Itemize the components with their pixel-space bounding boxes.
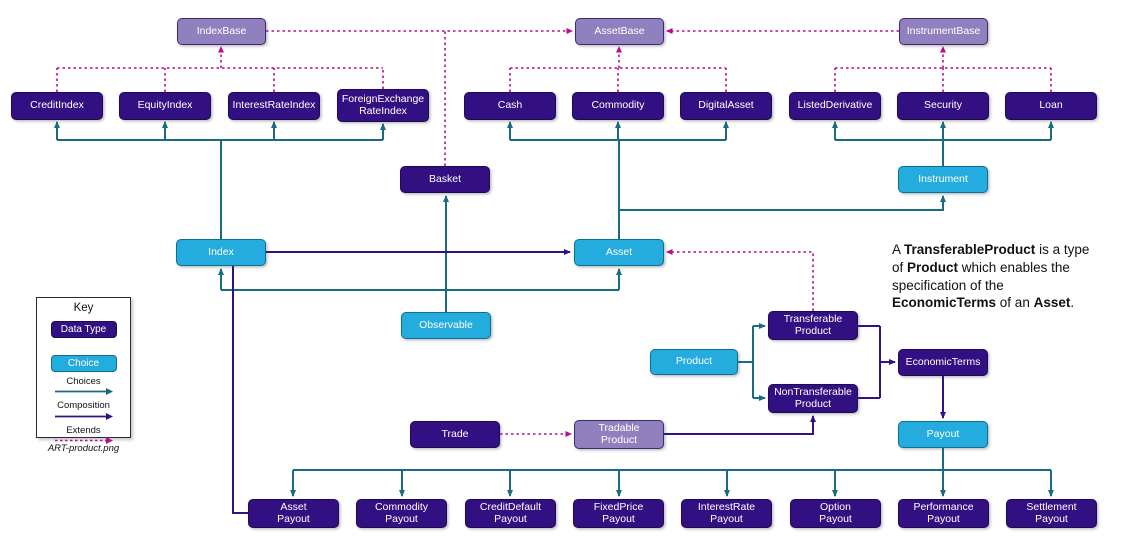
annotation-part: is a type of	[892, 242, 1090, 275]
node-asset-base: AssetBase	[575, 18, 664, 45]
choice-edges	[54, 121, 1054, 497]
annotation-part-bold: TransferableProduct	[904, 242, 1036, 257]
legend: Key Data Type Choice Choices Composition…	[36, 297, 131, 445]
node-interest-rate-index: InterestRateIndex	[228, 92, 320, 120]
annotation-part-bold: Asset	[1033, 295, 1071, 311]
annotation-text: A TransferableProduct is a type of Produ…	[892, 241, 1093, 312]
node-performance-payout: Performance Payout	[898, 499, 989, 528]
legend-choices-label: Choices	[66, 376, 101, 387]
legend-extends-label: Extends	[66, 424, 101, 436]
diagram-filename: ART-product.png	[47, 443, 120, 454]
node-security: Security	[897, 92, 989, 120]
legend-choices-row: Choices	[37, 376, 130, 396]
node-product: Product	[650, 349, 738, 375]
node-asset: Asset	[574, 239, 664, 266]
node-non-transferable-product: NonTransferable Product	[768, 384, 858, 413]
node-observable: Observable	[401, 312, 491, 339]
legend-composition-label: Composition	[57, 400, 110, 412]
node-foreign-exchange-rate-index: ForeignExchange RateIndex	[337, 89, 429, 122]
node-digital-asset: DigitalAsset	[680, 92, 772, 120]
node-economic-terms: EconomicTerms	[898, 349, 988, 376]
legend-title: Key	[73, 302, 94, 314]
node-trade: Trade	[410, 421, 500, 448]
node-fixed-price-payout: FixedPrice Payout	[573, 499, 664, 528]
node-tradable-product: Tradable Product	[574, 420, 664, 449]
extends-arrow-icon	[54, 437, 113, 445]
annotation-part: A	[892, 242, 905, 257]
node-commodity-payout: Commodity Payout	[356, 499, 447, 528]
composition-arrow-icon	[54, 412, 113, 420]
node-interest-rate-payout: InterestRate Payout	[681, 499, 772, 528]
legend-composition-row: Composition	[37, 400, 130, 420]
annotation-part: which enables the specification of the	[892, 259, 1070, 293]
legend-choice-sample: Choice	[50, 355, 117, 372]
node-credit-default-payout: CreditDefault Payout	[465, 499, 556, 528]
node-instrument: Instrument	[898, 166, 988, 193]
node-commodity: Commodity	[572, 92, 664, 120]
node-cash: Cash	[464, 92, 556, 120]
node-loan: Loan	[1005, 92, 1097, 120]
annotation-part-bold: Product	[907, 259, 959, 275]
node-listed-derivative: ListedDerivative	[789, 92, 881, 120]
node-equity-index: EquityIndex	[119, 92, 211, 120]
extends-edges	[56, 28, 1052, 437]
legend-extends-row: Extends	[37, 424, 130, 445]
node-payout: Payout	[898, 421, 988, 448]
composition-edges	[232, 249, 946, 514]
node-index-base: IndexBase	[177, 18, 266, 45]
choices-arrow-icon	[54, 388, 113, 396]
node-credit-index: CreditIndex	[11, 92, 103, 120]
node-index: Index	[176, 239, 266, 266]
node-transferable-product: Transferable Product	[768, 311, 858, 340]
legend-data-type-sample: Data Type	[50, 321, 117, 338]
annotation-part: of an	[996, 295, 1034, 311]
node-option-payout: Option Payout	[790, 499, 881, 528]
node-asset-payout: Asset Payout	[248, 499, 339, 528]
node-instrument-base: InstrumentBase	[899, 18, 988, 45]
node-basket: Basket	[400, 166, 490, 193]
annotation-part-bold: EconomicTerms	[892, 295, 997, 311]
node-settlement-payout: Settlement Payout	[1006, 499, 1097, 528]
annotation-part: .	[1070, 295, 1075, 311]
